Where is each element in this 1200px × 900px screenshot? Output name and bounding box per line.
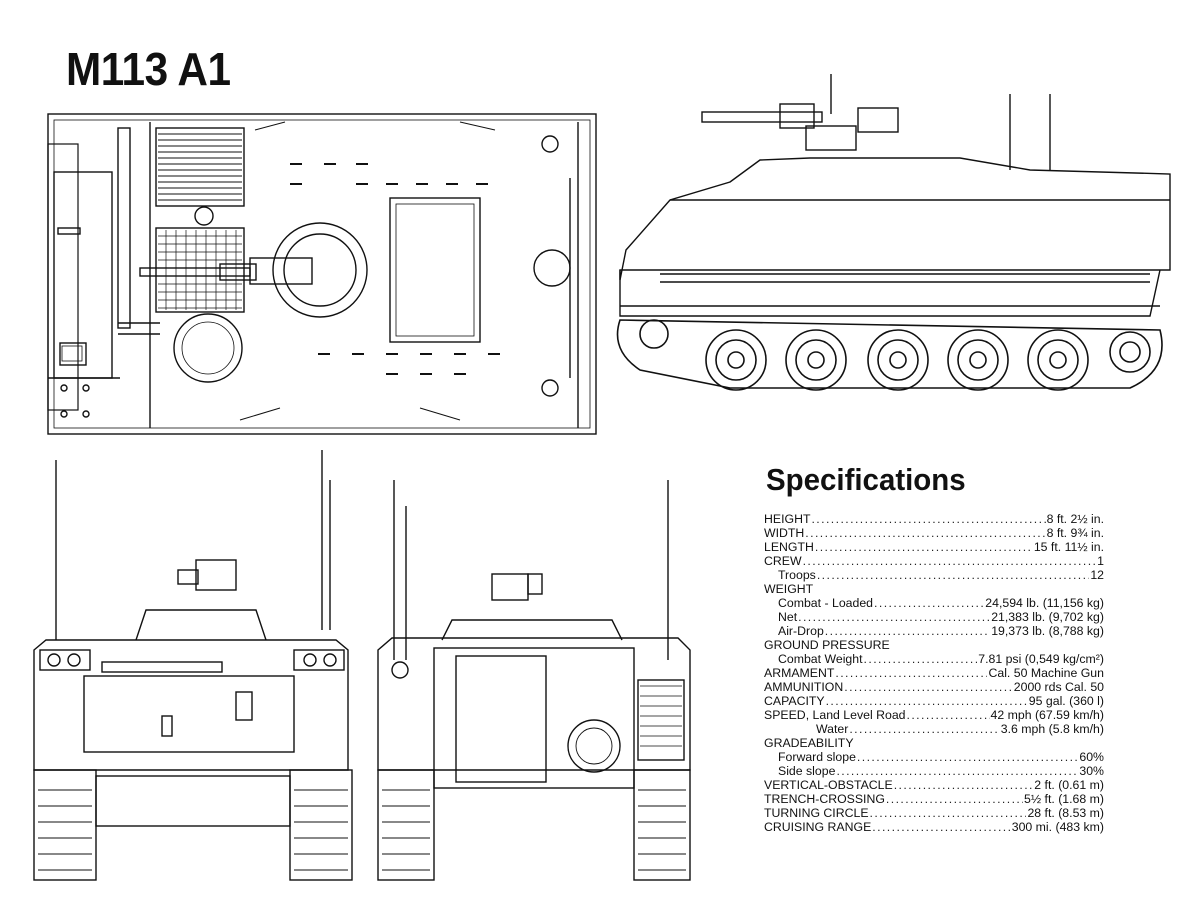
spec-label: Side slope: [778, 764, 836, 778]
spec-label: Combat Weight: [778, 652, 863, 666]
front-view-drawing: [26, 450, 356, 890]
page-title: M113 A1: [66, 43, 231, 95]
spec-row-side-slope: Side slope 30%: [764, 764, 1104, 778]
spec-label: GROUND PRESSURE: [764, 638, 890, 652]
spec-value: 300 mi. (483 km): [1011, 820, 1104, 834]
spec-label: Combat - Loaded: [778, 596, 874, 610]
spec-value: 24,594 lb. (11,156 kg): [985, 596, 1104, 610]
spec-label: Forward slope: [778, 750, 856, 764]
spec-label: Troops: [778, 568, 816, 582]
spec-row-width: WIDTH 8 ft. 9¾ in.: [764, 526, 1104, 540]
spec-label: TURNING CIRCLE: [764, 806, 869, 820]
spec-row-height: HEIGHT 8 ft. 2½ in.: [764, 512, 1104, 526]
spec-row-combat-weight: Combat Weight 7.81 psi (0,549 kg/cm²): [764, 652, 1104, 666]
spec-row-forward-slope: Forward slope 60%: [764, 750, 1104, 764]
spec-value: 21,383 lb. (9,702 kg): [991, 610, 1104, 624]
spec-value: 30%: [1079, 764, 1104, 778]
spec-row-vertical-obstacle: VERTICAL-OBSTACLE 2 ft. (0.61 m): [764, 778, 1104, 792]
spec-row-speed-land: SPEED, Land Level Road 42 mph (67.59 km/h…: [764, 708, 1104, 722]
spec-group-weight: WEIGHT: [764, 582, 1104, 596]
spec-label: GRADEABILITY: [764, 736, 854, 750]
spec-label: CAPACITY: [764, 694, 825, 708]
spec-value: 28 ft. (8.53 m): [1027, 806, 1104, 820]
spec-label: Air-Drop: [778, 624, 824, 638]
spec-row-crew: CREW 1: [764, 554, 1104, 568]
spec-row-armament: ARMAMENT Cal. 50 Machine Gun: [764, 666, 1104, 680]
spec-label: CREW: [764, 554, 802, 568]
spec-value: Cal. 50 Machine Gun: [988, 666, 1104, 680]
spec-row-cruising-range: CRUISING RANGE 300 mi. (483 km): [764, 820, 1104, 834]
spec-label: SPEED, Land Level Road: [764, 708, 906, 722]
spec-label: WIDTH: [764, 526, 805, 540]
specifications-list: HEIGHT 8 ft. 2½ in. WIDTH 8 ft. 9¾ in. LEN…: [764, 512, 1104, 834]
spec-row-troops: Troops 12: [764, 568, 1104, 582]
spec-value: 8 ft. 2½ in.: [1046, 512, 1104, 526]
top-view-drawing: [40, 108, 605, 443]
spec-label: TRENCH-CROSSING: [764, 792, 885, 806]
spec-row-ammunition: AMMUNITION 2000 rds Cal. 50: [764, 680, 1104, 694]
side-view-drawing: [610, 70, 1175, 400]
specifications-heading: Specifications: [766, 462, 966, 497]
specifications-panel: Specifications HEIGHT 8 ft. 2½ in. WIDTH 8…: [764, 462, 1104, 834]
spec-value: 60%: [1079, 750, 1104, 764]
spec-value: 2 ft. (0.61 m): [1034, 778, 1104, 792]
spec-row-length: LENGTH 15 ft. 11½ in.: [764, 540, 1104, 554]
spec-label: LENGTH: [764, 540, 814, 554]
spec-label: CRUISING RANGE: [764, 820, 872, 834]
spec-value: 19,373 lb. (8,788 kg): [991, 624, 1104, 638]
spec-value: 1: [1097, 554, 1104, 568]
spec-value: 42 mph (67.59 km/h): [990, 708, 1104, 722]
spec-row-air-drop: Air-Drop 19,373 lb. (8,788 kg): [764, 624, 1104, 638]
spec-group-ground-pressure: GROUND PRESSURE: [764, 638, 1104, 652]
spec-label: AMMUNITION: [764, 680, 844, 694]
spec-value: 8 ft. 9¾ in.: [1046, 526, 1104, 540]
spec-row-capacity: CAPACITY 95 gal. (360 l): [764, 694, 1104, 708]
spec-label: Water: [816, 722, 849, 736]
spec-group-gradeability: GRADEABILITY: [764, 736, 1104, 750]
rear-view-drawing: [372, 470, 702, 890]
spec-label: HEIGHT: [764, 512, 811, 526]
spec-value: 95 gal. (360 l): [1028, 694, 1104, 708]
spec-label: VERTICAL-OBSTACLE: [764, 778, 893, 792]
spec-row-net: Net 21,383 lb. (9,702 kg): [764, 610, 1104, 624]
spec-row-speed-water: Water 3.6 mph (5.8 km/h): [764, 722, 1104, 736]
spec-value: 5½ ft. (1.68 m): [1024, 792, 1104, 806]
spec-value: 12: [1090, 568, 1104, 582]
spec-value: 2000 rds Cal. 50: [1013, 680, 1104, 694]
spec-row-turning-circle: TURNING CIRCLE 28 ft. (8.53 m): [764, 806, 1104, 820]
spec-label: ARMAMENT: [764, 666, 835, 680]
spec-label: WEIGHT: [764, 582, 814, 596]
spec-label: Net: [778, 610, 798, 624]
spec-value: 3.6 mph (5.8 km/h): [1000, 722, 1104, 736]
spec-value: 15 ft. 11½ in.: [1033, 540, 1104, 554]
spec-row-trench-crossing: TRENCH-CROSSING 5½ ft. (1.68 m): [764, 792, 1104, 806]
spec-row-combat-loaded: Combat - Loaded 24,594 lb. (11,156 kg): [764, 596, 1104, 610]
spec-value: 7.81 psi (0,549 kg/cm²): [978, 652, 1104, 666]
